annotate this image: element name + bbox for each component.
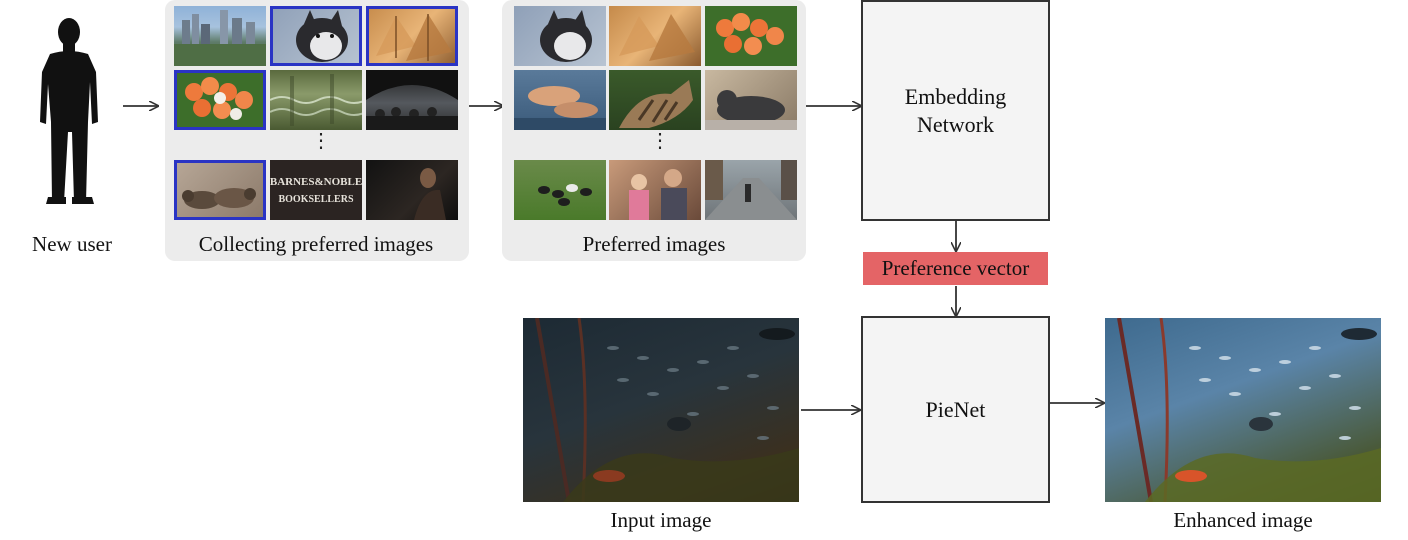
city-skyline-icon	[174, 6, 266, 66]
family-portrait-icon	[609, 160, 701, 220]
preferred-ellipsis: ⋮	[650, 138, 660, 144]
collect-thumb-city	[174, 6, 266, 66]
preferred-thumb-husky	[514, 6, 606, 66]
dark-portrait-icon	[366, 160, 458, 220]
pienet-label: PieNet	[926, 396, 986, 424]
crowd-tunnel-icon	[366, 70, 458, 130]
autumn-leaves-icon	[609, 6, 701, 66]
birds-on-grass-icon	[514, 160, 606, 220]
collect-thumb-husky	[270, 6, 362, 66]
husky-dog-icon	[514, 6, 606, 66]
preferred-thumb-leaves	[609, 6, 701, 66]
collect-thumb-otters	[174, 160, 266, 220]
husky-dog-icon	[270, 6, 362, 66]
enhanced-image	[1105, 318, 1381, 502]
bookstore-sign-line1: BARNES&NOBLE	[270, 176, 362, 188]
pienet-box: PieNet	[861, 316, 1050, 503]
preference-vector-bar: Preference vector	[863, 252, 1048, 285]
person-silhouette-icon	[36, 12, 106, 208]
preferred-thumb-roses	[705, 6, 797, 66]
sunset-water-icon	[514, 70, 606, 130]
orange-roses-icon	[174, 70, 266, 130]
embedding-network-box: Embedding Network	[861, 0, 1050, 221]
preferred-thumb-sunset-water	[514, 70, 606, 130]
input-image-label: Input image	[523, 508, 799, 533]
tabby-cat-icon	[609, 70, 701, 130]
embedding-line2: Network	[905, 111, 1006, 139]
preferred-thumb-sleeping-cat	[705, 70, 797, 130]
sleeping-cat-icon	[705, 70, 797, 130]
collect-thumb-bookstore: BARNES&NOBLE BOOKSELLERS	[270, 160, 362, 220]
autumn-leaves-icon	[366, 6, 458, 66]
preferred-thumb-family	[609, 160, 701, 220]
input-image	[523, 318, 799, 502]
collecting-label: Collecting preferred images	[166, 232, 466, 257]
underwater-fish-enhanced-icon	[1105, 318, 1381, 502]
street-scene-icon	[705, 160, 797, 220]
collect-thumb-leaves	[366, 6, 458, 66]
preferred-thumb-tabby-cat	[609, 70, 701, 130]
collecting-ellipsis: ⋮	[311, 138, 321, 144]
bookstore-sign-icon: BARNES&NOBLE BOOKSELLERS	[270, 160, 362, 220]
embedding-line1: Embedding	[905, 83, 1006, 111]
collect-thumb-crowd	[366, 70, 458, 130]
collect-thumb-portrait	[366, 160, 458, 220]
collect-thumb-roses	[174, 70, 266, 130]
otters-icon	[174, 160, 266, 220]
collect-thumb-reflection	[270, 70, 362, 130]
underwater-fish-input-icon	[523, 318, 799, 502]
preferred-thumb-birds	[514, 160, 606, 220]
water-reflection-icon	[270, 70, 362, 130]
preferred-thumb-street	[705, 160, 797, 220]
new-user-label: New user	[14, 232, 130, 257]
enhanced-image-label: Enhanced image	[1105, 508, 1381, 533]
preferred-label: Preferred images	[504, 232, 804, 257]
bookstore-sign-line2: BOOKSELLERS	[278, 194, 353, 205]
orange-roses-icon	[705, 6, 797, 66]
